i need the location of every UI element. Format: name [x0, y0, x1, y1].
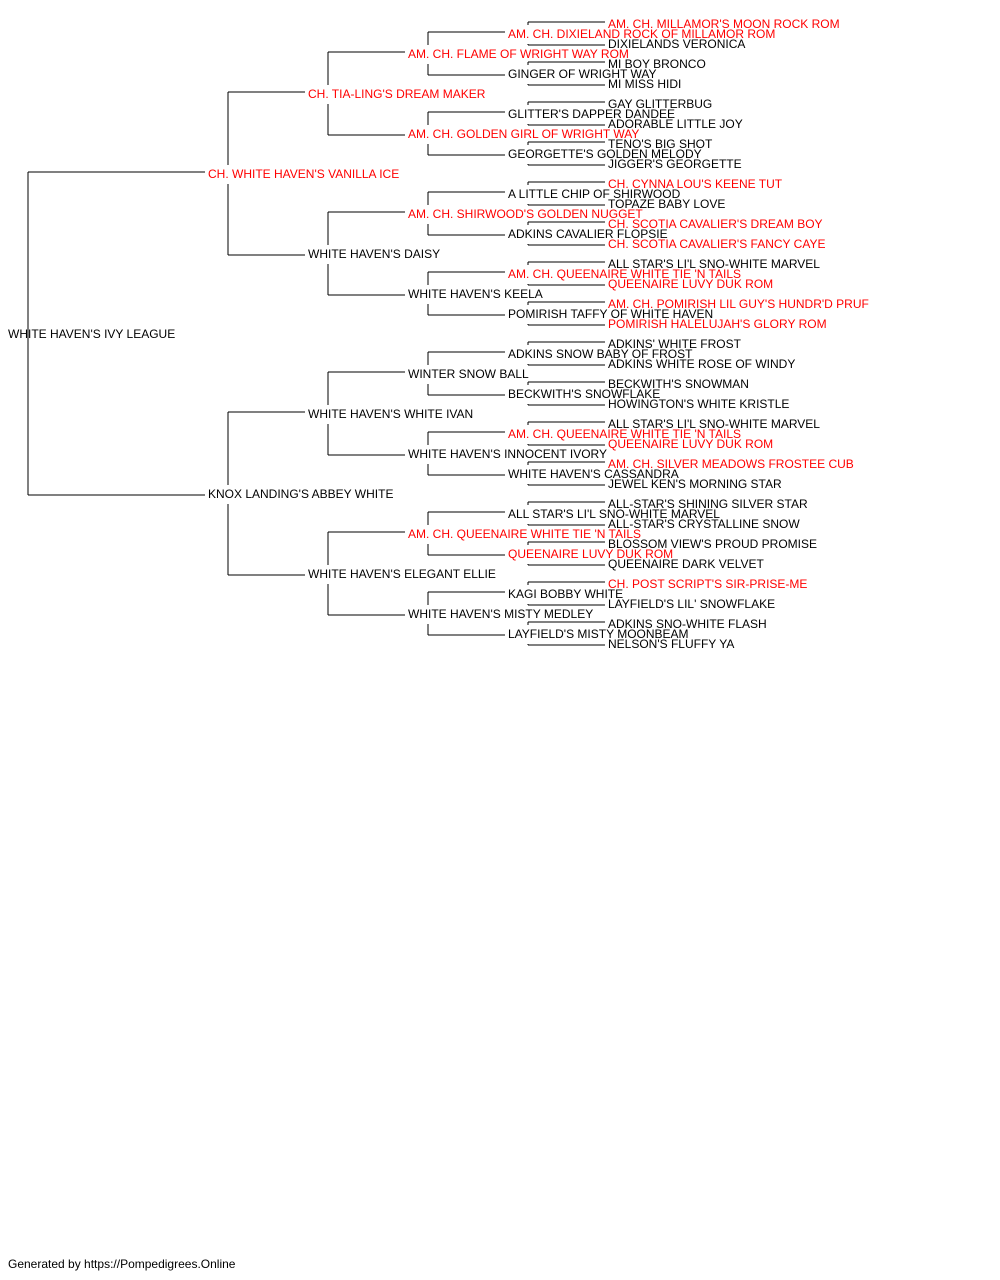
ggg-grandparent-name: QUEENAIRE DARK VELVET — [608, 557, 764, 571]
gg-grandparent-name: GLITTER'S DAPPER DANDEE — [508, 107, 675, 121]
ggg-grandparent-name: CH. SCOTIA CAVALIER'S FANCY CAYE — [608, 237, 826, 251]
great-grandparent-name: WHITE HAVEN'S MISTY MEDLEY — [408, 607, 594, 621]
subject-name: WHITE HAVEN'S IVY LEAGUE — [8, 327, 176, 341]
great-grandparent-name: AM. CH. FLAME OF WRIGHT WAY ROM — [408, 47, 629, 61]
ggg-grandparent-name: JEWEL KEN'S MORNING STAR — [608, 477, 782, 491]
gg-grandparent-name: ALL STAR'S LI'L SNO-WHITE MARVEL — [508, 507, 720, 521]
ggg-grandparent-name: ALL STAR'S LI'L SNO-WHITE MARVEL — [608, 257, 820, 271]
ggg-grandparent-name: ADORABLE LITTLE JOY — [608, 117, 743, 131]
ggg-grandparent-name: POMIRISH HALELUJAH'S GLORY ROM — [608, 317, 827, 331]
great-grandparent-name: AM. CH. GOLDEN GIRL OF WRIGHT WAY — [408, 127, 640, 141]
great-grandparent-name: WINTER SNOW BALL — [408, 367, 529, 381]
grandparent-name: WHITE HAVEN'S ELEGANT ELLIE — [308, 567, 496, 581]
ggg-grandparent-name: AM. CH. MILLAMOR'S MOON ROCK ROM — [608, 17, 840, 31]
grandparent-name: WHITE HAVEN'S WHITE IVAN — [308, 407, 474, 421]
ggg-grandparent-name: LAYFIELD'S LIL' SNOWFLAKE — [608, 597, 776, 611]
ggg-grandparent-name: QUEENAIRE LUVY DUK ROM — [608, 277, 774, 291]
gg-grandparent-name: KAGI BOBBY WHITE — [508, 587, 624, 601]
ggg-grandparent-name: BECKWITH'S SNOWMAN — [608, 377, 749, 391]
great-grandparent-name: WHITE HAVEN'S INNOCENT IVORY — [408, 447, 607, 461]
ggg-grandparent-name: CH. SCOTIA CAVALIER'S DREAM BOY — [608, 217, 823, 231]
parent-name: KNOX LANDING'S ABBEY WHITE — [208, 487, 394, 501]
gg-grandparent-name: GEORGETTE'S GOLDEN MELODY — [508, 147, 702, 161]
ggg-grandparent-name: ADKINS SNO-WHITE FLASH — [608, 617, 767, 631]
ggg-grandparent-name: ALL STAR'S LI'L SNO-WHITE MARVEL — [608, 417, 820, 431]
ggg-grandparent-name: MI BOY BRONCO — [608, 57, 706, 71]
ggg-grandparent-name: ADKINS' WHITE FROST — [608, 337, 741, 351]
gg-grandparent-name: LAYFIELD'S MISTY MOONBEAM — [508, 627, 689, 641]
great-grandparent-name: AM. CH. SHIRWOOD'S GOLDEN NUGGET — [408, 207, 643, 221]
gg-grandparent-name: AM. CH. DIXIELAND ROCK OF MILLAMOR ROM — [508, 27, 776, 41]
ggg-grandparent-name: TOPAZE BABY LOVE — [608, 197, 726, 211]
ggg-grandparent-name: GAY GLITTERBUG — [608, 97, 713, 111]
gg-grandparent-name: AM. CH. QUEENAIRE WHITE TIE 'N TAILS — [508, 267, 741, 281]
gg-grandparent-name: GINGER OF WRIGHT WAY — [508, 67, 657, 81]
gg-grandparent-name: ADKINS CAVALIER FLOPSIE — [508, 227, 668, 241]
generated-by-footer: Generated by https://Pompedigrees.Online — [8, 1257, 236, 1271]
ggg-grandparent-name: CH. CYNNA LOU'S KEENE TUT — [608, 177, 783, 191]
ggg-grandparent-name: QUEENAIRE LUVY DUK ROM — [608, 437, 774, 451]
gg-grandparent-name: AM. CH. QUEENAIRE WHITE TIE 'N TAILS — [508, 427, 741, 441]
gg-grandparent-name: QUEENAIRE LUVY DUK ROM — [508, 547, 674, 561]
gg-grandparent-name: WHITE HAVEN'S CASSANDRA — [508, 467, 679, 481]
grandparent-name: CH. TIA-LING'S DREAM MAKER — [308, 87, 486, 101]
gg-grandparent-name: POMIRISH TAFFY OF WHITE HAVEN — [508, 307, 714, 321]
gg-grandparent-name: BECKWITH'S SNOWFLAKE — [508, 387, 661, 401]
grandparent-name: WHITE HAVEN'S DAISY — [308, 247, 441, 261]
ggg-grandparent-name: MI MISS HIDI — [608, 77, 682, 91]
ggg-grandparent-name: AM. CH. SILVER MEADOWS FROSTEE CUB — [608, 457, 854, 471]
ggg-grandparent-name: HOWINGTON'S WHITE KRISTLE — [608, 397, 790, 411]
gg-grandparent-name: ADKINS SNOW BABY OF FROST — [508, 347, 693, 361]
ggg-grandparent-name: ALL-STAR'S SHINING SILVER STAR — [608, 497, 808, 511]
ggg-grandparent-name: ALL-STAR'S CRYSTALLINE SNOW — [608, 517, 800, 531]
gg-grandparent-name: A LITTLE CHIP OF SHIRWOOD — [508, 187, 681, 201]
ggg-grandparent-name: CH. POST SCRIPT'S SIR-PRISE-ME — [608, 577, 808, 591]
great-grandparent-name: AM. CH. QUEENAIRE WHITE TIE 'N TAILS — [408, 527, 641, 541]
ggg-grandparent-name: JIGGER'S GEORGETTE — [608, 157, 742, 171]
ggg-grandparent-name: BLOSSOM VIEW'S PROUD PROMISE — [608, 537, 817, 551]
ggg-grandparent-name: NELSON'S FLUFFY YA — [608, 637, 735, 651]
ggg-grandparent-name: ADKINS WHITE ROSE OF WINDY — [608, 357, 796, 371]
ggg-grandparent-name: TENO'S BIG SHOT — [608, 137, 713, 151]
great-grandparent-name: WHITE HAVEN'S KEELA — [408, 287, 543, 301]
parent-name: CH. WHITE HAVEN'S VANILLA ICE — [208, 167, 400, 181]
ggg-grandparent-name: DIXIELANDS VERONICA — [608, 37, 746, 51]
ggg-grandparent-name: AM. CH. POMIRISH LIL GUY'S HUNDR'D PRUF — [608, 297, 869, 311]
